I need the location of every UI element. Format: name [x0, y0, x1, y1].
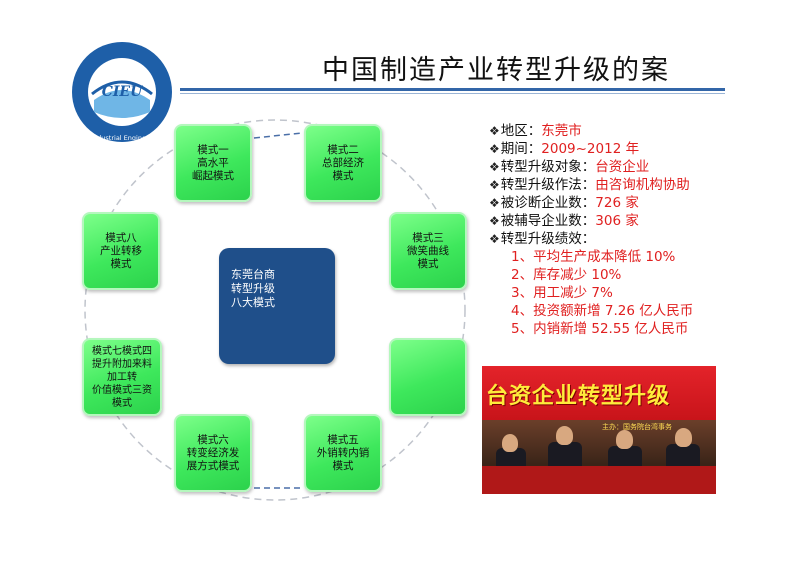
mode-8-node: 模式八 产业转移 模式 [82, 212, 160, 290]
bullet-icon: ❖ [489, 232, 500, 246]
bullet-icon: ❖ [489, 178, 500, 192]
mode-2-node: 模式二 总部经济 模式 [304, 124, 382, 202]
info-region: ❖地区：东莞市 [489, 123, 582, 139]
mode-3-node: 模式三 微笑曲线 模式 [389, 212, 467, 290]
center-box: 东莞台商 转型升级 八大模式 [219, 248, 335, 364]
center-line-1: 东莞台商 [231, 268, 275, 281]
info-period: ❖期间：2009~2012 年 [489, 141, 640, 157]
title-rule-thin [180, 93, 725, 94]
event-photo: 台资企业转型升级 主办：国务院台湾事务 [482, 366, 716, 494]
banner-text: 台资企业转型升级 [486, 384, 671, 409]
center-line-3: 八大模式 [231, 296, 275, 309]
mode-7-node: 模式七模式四 提升附加来料加工转 价值模式三资模式 [82, 338, 162, 416]
cieu-logo: CIEU China Industrial Engineer Union [71, 42, 174, 142]
person-figure [675, 428, 692, 447]
info-target: ❖转型升级对象：台资企业 [489, 159, 650, 175]
case-info: ❖地区：东莞市 ❖期间：2009~2012 年 ❖转型升级对象：台资企业 ❖转型… [489, 122, 693, 338]
info-diagnosed: ❖被诊断企业数：726 家 [489, 195, 639, 211]
mode-4-node [389, 338, 467, 416]
photo-banner: 台资企业转型升级 [482, 366, 716, 420]
mode-5-node: 模式五 外销转内销 模式 [304, 414, 382, 492]
info-method: ❖转型升级作法：由咨询机构协助 [489, 177, 690, 193]
result-item: 5、内销新增 52.55 亿人民币 [511, 321, 689, 337]
result-item: 3、用工减少 7% [511, 285, 613, 301]
info-results: ❖转型升级绩效： [489, 231, 596, 247]
result-item: 2、库存减少 10% [511, 267, 622, 283]
svg-text:CIEU: CIEU [102, 84, 143, 100]
title-rule [180, 88, 725, 91]
bullet-icon: ❖ [489, 124, 500, 138]
page-title: 中国制造产业转型升级的案 [322, 55, 670, 86]
svg-text:China Industrial Engineer Unio: China Industrial Engineer Union [71, 134, 174, 142]
banner-sub: 主办：国务院台湾事务 [602, 423, 672, 431]
bullet-icon: ❖ [489, 196, 500, 210]
mode-6-node: 模式六 转变经济发 展方式模式 [174, 414, 252, 492]
person-figure [556, 426, 573, 445]
bullet-icon: ❖ [489, 142, 500, 156]
mode-1-node: 模式一 高水平 崛起模式 [174, 124, 252, 202]
result-item: 1、平均生产成本降低 10% [511, 249, 676, 265]
person-figure [616, 430, 633, 449]
photo-table [482, 466, 716, 494]
bullet-icon: ❖ [489, 160, 500, 174]
center-line-2: 转型升级 [231, 282, 275, 295]
result-item: 4、投资额新增 7.26 亿人民币 [511, 303, 694, 319]
info-coached: ❖被辅导企业数：306 家 [489, 213, 639, 229]
person-figure [502, 434, 518, 452]
bullet-icon: ❖ [489, 214, 500, 228]
